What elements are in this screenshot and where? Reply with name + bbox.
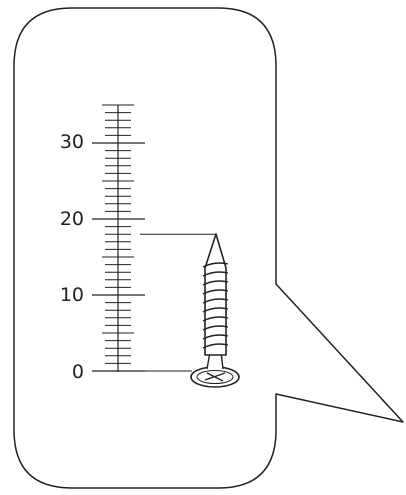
- tick-label-30: 30: [60, 131, 84, 153]
- ruler: 0 10 20 30: [60, 104, 145, 383]
- cross-slot-icon: [204, 372, 226, 382]
- screw-thread: [202, 316, 229, 322]
- screw: [190, 233, 240, 388]
- screw-thread: [202, 307, 229, 313]
- screw-thread: [202, 289, 229, 295]
- tick-label-10: 10: [60, 284, 84, 306]
- screw-thread: [202, 298, 229, 304]
- screw-thread: [202, 280, 229, 286]
- screw-thread: [202, 334, 229, 340]
- screw-thread: [202, 325, 229, 331]
- screw-threads: [202, 262, 229, 349]
- screw-thread: [202, 343, 229, 349]
- tick-label-0: 0: [72, 361, 84, 383]
- screw-thread: [202, 271, 229, 277]
- ruler-labels: 0 10 20 30: [60, 131, 84, 383]
- ruler-ticks: [92, 104, 145, 372]
- speech-bubble-outline: [13, 7, 404, 489]
- screw-head-inner: [196, 370, 234, 384]
- screw-thread: [202, 262, 229, 268]
- tick-label-20: 20: [60, 208, 84, 230]
